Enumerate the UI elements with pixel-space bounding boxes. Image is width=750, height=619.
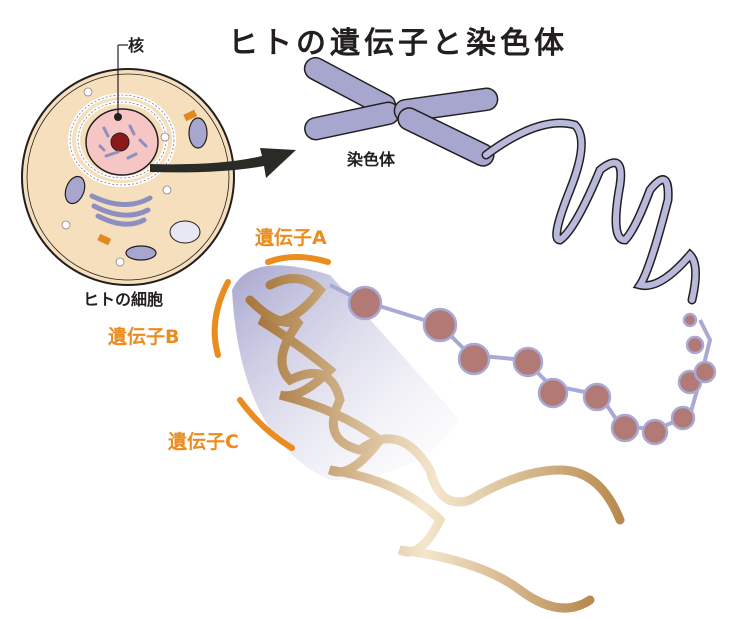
dna-double-helix <box>245 274 625 613</box>
human-cell <box>21 44 235 286</box>
nucleus-label: 核 <box>128 36 144 55</box>
arrow-icon <box>150 148 296 178</box>
cell-label: ヒトの細胞 <box>83 290 163 309</box>
gene-c-label: 遺伝子C <box>168 430 239 453</box>
chromosome-label: 染色体 <box>346 150 396 169</box>
golgi-apparatus <box>89 193 153 227</box>
gene-c-arc <box>237 397 295 451</box>
vacuole <box>169 220 201 244</box>
gene-a-label: 遺伝子A <box>255 226 327 249</box>
gene-a-arc <box>265 254 331 265</box>
gene-markers <box>211 254 331 451</box>
nucleolus <box>110 132 130 152</box>
gene-b-arc <box>211 279 231 358</box>
gene-b-label: 遺伝子B <box>108 325 179 348</box>
chromosome <box>303 56 499 167</box>
nucleosome-string <box>329 283 717 446</box>
mitochondria <box>64 117 208 261</box>
diagram-title: ヒトの遺伝子と染色体 <box>228 26 568 61</box>
